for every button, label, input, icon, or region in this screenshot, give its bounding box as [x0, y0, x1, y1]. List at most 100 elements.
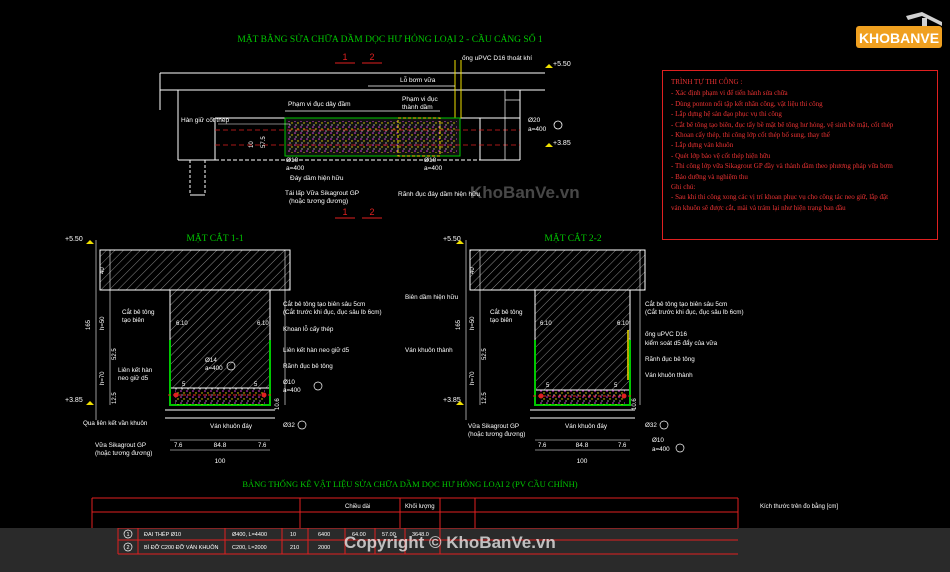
sec2-dim-165: 165	[456, 319, 462, 330]
plan-a400b: a=400	[424, 165, 443, 172]
plan-dim-1: 10	[249, 141, 255, 148]
sec1-chip: Cắt bê tông	[122, 307, 155, 316]
notes-step: - Dùng ponton nổi tập kết nhân công, vật…	[671, 99, 823, 108]
row2-qty: 210	[290, 545, 299, 551]
sec1-dim-165: 165	[86, 319, 92, 330]
notes-title: TRÌNH TỰ THI CÔNG :	[671, 78, 743, 86]
row1-no: 1	[126, 532, 129, 538]
sec2-groove: Rãnh đục bê tông	[645, 356, 695, 363]
sec2-pvc2: kiểm soát d5 đẩy của vữa	[645, 339, 718, 347]
plan-a400: a=400	[286, 165, 305, 172]
table-rows: 1 ĐAI THÉP Ø10 Ø400, L=4400 10 6400 64.0…	[117, 528, 738, 555]
plan-repair-speckle	[288, 121, 457, 153]
row1-name: ĐAI THÉP Ø10	[144, 531, 181, 538]
sec1-form: Ván khuôn đáy	[210, 423, 253, 430]
sec2-level-top: +5.50	[443, 236, 461, 243]
notes-step: - Khoan cấy thép, thi công lớp cốt thép …	[671, 131, 830, 140]
row2-len: 2000	[318, 545, 330, 551]
sec1-phi32: Ø32	[283, 422, 295, 429]
sec1-sika2: (hoặc tương đương)	[95, 450, 152, 457]
plan-dimensions	[285, 85, 520, 160]
notes-note-line: - Sau khi thi công xong các vị trí khoan…	[671, 193, 889, 202]
sec1-dim-100: 100	[215, 458, 226, 465]
sec2-dim-5b: 5	[614, 383, 618, 389]
sec2-chip2: tạo biên	[490, 317, 513, 324]
sec2-form-left: Ván khuôn thành	[405, 347, 453, 354]
sec1-dim-848: 84.8	[214, 442, 227, 449]
khobanve-logo[interactable]: KHOBANVE	[856, 12, 942, 52]
cut-mark-2-top: 2	[369, 52, 374, 62]
row1-qty: 10	[290, 532, 296, 538]
sec1-dim-610b: 6.10	[257, 321, 269, 327]
sec2-dim-848: 84.8	[576, 442, 589, 449]
sec2-dim-5a: 5	[546, 383, 550, 389]
sec1-dim-5a: 5	[182, 382, 186, 388]
existing-rebar-label: Hàn giữ cốt thép	[181, 115, 229, 124]
table-right-note: Kích thước trên đo bằng [cm]	[760, 503, 838, 510]
plan-phi10b: Ø10	[424, 157, 437, 164]
sec1-phi10: Ø10	[283, 379, 295, 386]
plan-a400c: a=400	[528, 126, 547, 133]
chip-range2b-label: thành dầm	[402, 102, 433, 111]
cut-mark-1-top: 1	[342, 52, 347, 62]
plan-rebars	[215, 129, 520, 146]
sec2-pvc: ống uPVC D16	[645, 329, 688, 338]
sec2-phi10: Ø10	[652, 437, 664, 444]
row2-no: 2	[126, 545, 129, 551]
notes-note-title: Ghi chú:	[671, 183, 696, 192]
sec2-dim-76b: 7.6	[618, 443, 627, 449]
construction-notes: TRÌNH TỰ THI CÔNG : - Xác định phạm vi đ…	[662, 70, 938, 240]
sec1-weld: Liên kết hàn	[118, 365, 153, 374]
sec1-a400b: a=400	[283, 387, 301, 394]
pvc-label: ống uPVC D16 thoát khí	[462, 53, 532, 62]
sec2-dim-125: 12.5	[482, 392, 488, 404]
sec2-sika: Vữa Sikagrout GP	[468, 423, 519, 430]
sec2-dim-h50: h=50	[470, 316, 476, 330]
sec2-chip: Cắt bê tông	[490, 307, 523, 316]
cut-mark-1-bottom: 1	[342, 207, 347, 217]
section1-drawing	[95, 240, 291, 451]
table-header-length: Chiều dài	[345, 504, 370, 510]
watermark-center: KhoBanVe.vn	[470, 183, 580, 202]
main-title: MẶT BẰNG SỬA CHỮA DẦM DỌC HƯ HỎNG LOẠI 2…	[237, 32, 543, 45]
notes-step: - Xác định phạm vi để tiến hành sửa chữa	[671, 89, 788, 98]
sec1-dim-h70: h=70	[100, 371, 106, 385]
row1-spec: Ø400, L=4400	[232, 532, 267, 538]
sec2-cut: Cắt bê tông tạo biên sâu 5cm	[645, 299, 727, 308]
section2-title: MẶT CẮT 2-2	[544, 231, 601, 244]
sec2-dim-525: 52.5	[482, 348, 488, 360]
plan-phi10: Ø10	[286, 157, 299, 164]
sec1-anchor: Khoan lỗ cấy thép	[283, 324, 334, 333]
sec1-sika: Vữa Sikagrout GP	[95, 442, 146, 449]
sec2-dim-100: 100	[577, 458, 588, 465]
sec2-dim-610a: 6.10	[540, 321, 552, 327]
sec1-chip2: tạo biên	[122, 317, 145, 324]
sec1-dim-40: 40	[100, 267, 106, 274]
grout-hole-label: Lỗ bơm vữa	[400, 75, 436, 84]
plan-phi20: Ø20	[528, 117, 541, 124]
sec1-dim-106: 10.6	[275, 398, 281, 410]
row2-name: BÌ ĐỠ C200 ĐỠ VÁN KHUÔN	[144, 544, 219, 551]
chip-range-label: Phạm vi đục dây đầm	[288, 99, 351, 108]
materials-table	[91, 497, 739, 530]
sec1-level-top: +5.50	[65, 236, 83, 243]
plan-dim-2: 57.5	[261, 136, 267, 148]
notes-note-line: ván khuôn sẽ được cắt, mài và trám lại n…	[671, 203, 846, 212]
bottom-chip-label: Đáy dầm hiện hữu	[290, 173, 344, 182]
row1-c1: 64.00	[352, 532, 366, 538]
grout-fill-label2: (hoặc tương đương)	[289, 198, 348, 205]
level-marker-top	[545, 64, 553, 68]
sec1-dim-5b: 5	[254, 382, 258, 388]
sec2-dim-h70: h=70	[470, 371, 476, 385]
sec1-dim-76a: 7.6	[174, 443, 183, 449]
sec1-level-bot: +3.85	[65, 397, 83, 404]
sec2-level-bot: +3.85	[443, 397, 461, 404]
notes-step: - Lắp dựng ván khuôn	[671, 141, 734, 150]
sec1-dim-76b: 7.6	[258, 443, 267, 449]
row1-total: 3648.0	[412, 532, 429, 538]
sec2-dim-76a: 7.6	[538, 443, 547, 449]
notes-step: - Bảo dưỡng và nghiệm thu	[671, 172, 748, 181]
section1-title: MẶT CẮT 1-1	[186, 231, 243, 244]
sec2-form: Ván khuôn thành	[645, 372, 693, 379]
